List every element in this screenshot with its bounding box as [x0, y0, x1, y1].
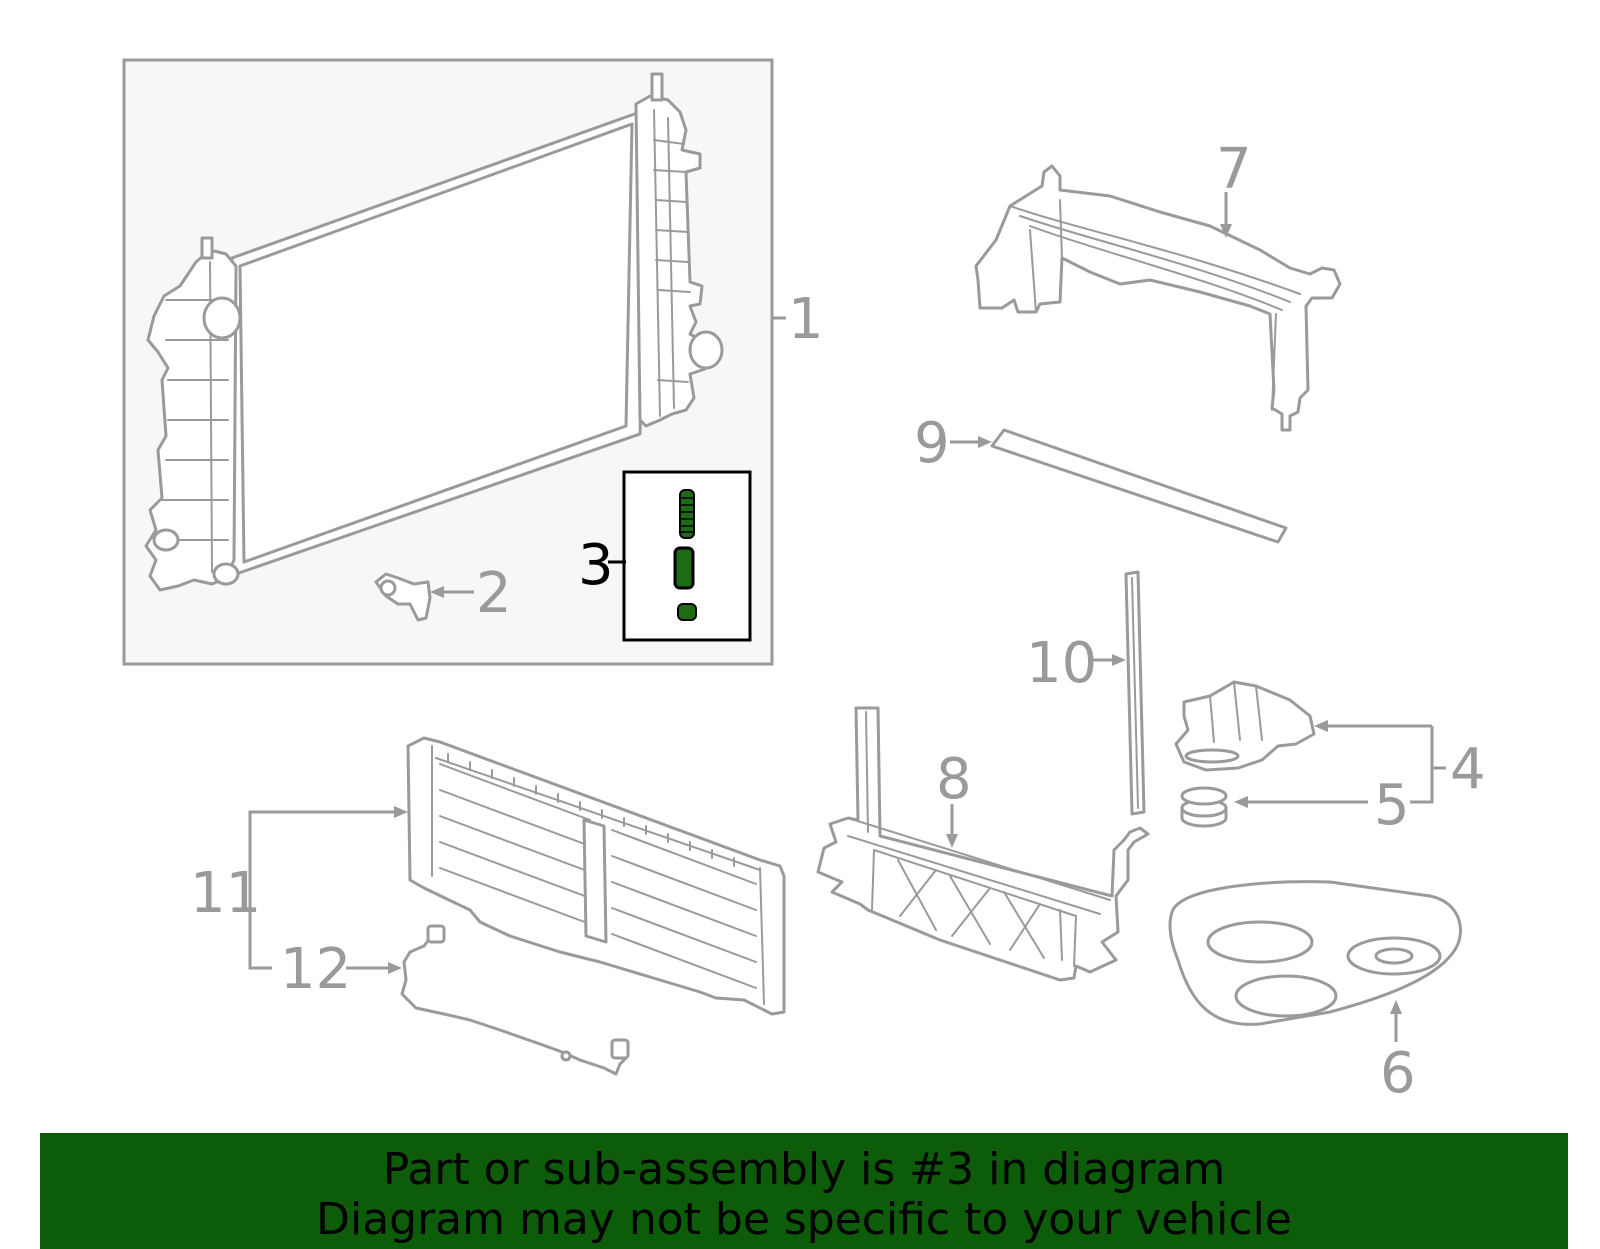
callout-10[interactable]: 10 [1026, 631, 1097, 696]
callout-12[interactable]: 12 [280, 937, 351, 1002]
callout-4[interactable]: 4 [1450, 737, 1486, 802]
drain-cock-part-3[interactable] [673, 489, 697, 621]
arrow-6 [1390, 1000, 1402, 1014]
arrow-4 [1314, 720, 1328, 732]
arrow-7 [1220, 224, 1232, 238]
drain-plug-part-2[interactable] [374, 572, 432, 622]
radiator-part-1[interactable] [144, 72, 724, 592]
callout-9[interactable]: 9 [914, 411, 950, 476]
insulator-part-5[interactable] [1180, 786, 1228, 828]
callout-5[interactable]: 5 [1374, 773, 1410, 838]
callout-7[interactable]: 7 [1216, 137, 1252, 202]
arrow-10 [1112, 654, 1126, 666]
callout-2[interactable]: 2 [476, 561, 512, 626]
mount-bracket-part-4[interactable] [1174, 680, 1316, 772]
arrow-5 [1234, 796, 1248, 808]
banner-line-part-number: Part or sub-assembly is #3 in diagram [382, 1144, 1226, 1195]
arrow-2 [430, 586, 444, 598]
upper-baffle-part-7[interactable] [974, 164, 1342, 432]
seal-strip-part-9[interactable] [990, 428, 1288, 544]
banner-line-disclaimer: Diagram may not be specific to your vehi… [316, 1194, 1292, 1245]
wiring-harness-part-12[interactable] [400, 924, 630, 1076]
insulator-plate-part-6[interactable] [1168, 880, 1462, 1026]
info-banner: Part or sub-assembly is #3 in diagram Di… [40, 1133, 1568, 1249]
arrow-9 [978, 436, 992, 448]
callout-3[interactable]: 3 [578, 533, 614, 598]
callout-8[interactable]: 8 [936, 747, 972, 812]
arrow-11 [394, 806, 408, 818]
bracket-11-12 [248, 810, 400, 970]
shutter-assembly-part-11[interactable] [406, 736, 786, 1016]
callout-11[interactable]: 11 [190, 861, 261, 926]
arrow-8 [946, 834, 958, 848]
lower-baffle-part-8[interactable] [816, 706, 1150, 982]
side-seal-part-10[interactable] [1124, 570, 1146, 816]
callout-6[interactable]: 6 [1380, 1041, 1416, 1106]
callout-1[interactable]: 1 [788, 287, 824, 352]
bracket-4 [1410, 726, 1434, 804]
arrow-12 [388, 962, 402, 974]
